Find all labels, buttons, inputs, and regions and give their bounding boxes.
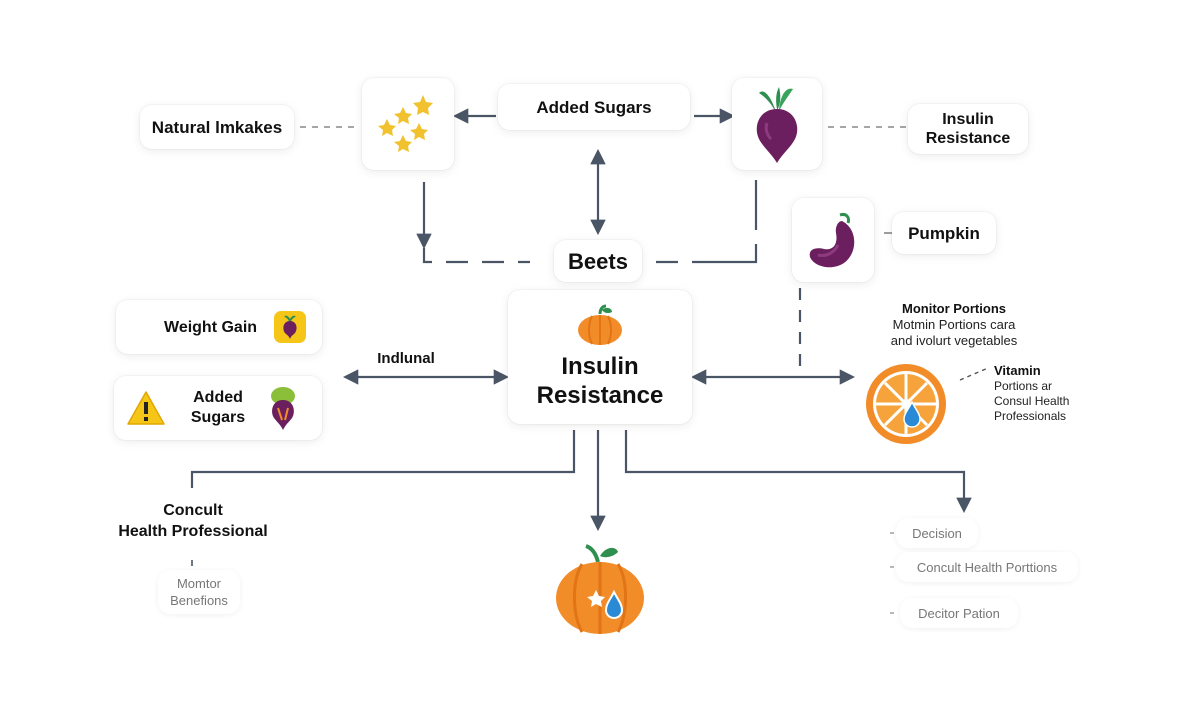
vitamin-block: Vitamin Portions ar Consul Health Profes… [994,362,1094,424]
weight-gain-card[interactable]: Weight Gain [116,300,322,354]
added-sugars-left-label: Added Sugars [190,389,246,426]
dash-beets-right [656,180,758,264]
beet-card[interactable] [732,78,822,170]
monitor-portions-block: Monitor Portions Motmin Portions cara an… [880,300,1028,349]
added-sugars-top-card[interactable]: Added Sugars [498,84,690,130]
warning-icon [127,391,165,425]
added-sugars-left-card[interactable]: Added Sugars [114,376,322,440]
weight-gain-label: Weight Gain [164,318,258,336]
insulin-resistance-center-card[interactable]: Insulin Resistance [508,290,692,424]
insulin-resistance-top-card[interactable]: Insulin Resistance [908,104,1028,154]
concult-health-portions-label: Concult Health Porttions [916,559,1058,575]
pumpkin-label: Pumpkin [908,223,980,243]
pumpkin-icon-card[interactable] [792,198,874,282]
insulin-resistance-top-label: Insulin Resistance [925,111,1011,147]
decision-label: Decision [912,525,962,541]
decitor-pation-card[interactable]: Decitor Pation [900,598,1018,628]
dash-vitamin [959,367,989,381]
monitor-portions-title: Monitor Portions [902,301,1006,316]
stars-icon [378,95,433,152]
beet-icon [271,387,295,430]
beet-icon [756,87,798,163]
insulin-resistance-center-label: Insulin Resistance [536,353,664,409]
concult-health-portions-card[interactable]: Concult Health Porttions [896,552,1078,582]
monitor-benefits-card[interactable]: Momtor Benefions [158,570,240,614]
dash-beets-left [422,248,530,264]
beets-label: Beets [568,248,628,274]
pumpkin-icon [556,544,644,634]
orange-slice-icon [866,364,946,444]
beets-card[interactable]: Beets [554,240,642,282]
decitor-pation-label: Decitor Pation [918,605,1000,621]
indulnal-label: Indlunal [377,350,435,367]
stars-card[interactable] [362,78,454,170]
decision-card[interactable]: Decision [896,518,978,548]
monitor-portions-body: Motmin Portions cara and ivolurt vegetab… [890,317,1018,348]
vitamin-title: Vitamin [994,363,1041,378]
beet-icon [283,315,297,339]
pumpkin-icon [578,304,622,345]
weight-gain-badge [274,311,306,343]
water-drop-icon [604,589,624,620]
consult-health-label: Concult Health Professional [118,502,268,540]
pumpkin-card[interactable]: Pumpkin [892,212,996,254]
natural-intakes-label: Natural lmkakes [151,117,283,137]
squash-icon [809,213,855,268]
added-sugars-top-label: Added Sugars [536,97,652,117]
vitamin-body: Portions ar Consul Health Professionals [994,379,1070,423]
monitor-benefits-label: Momtor Benefions [170,576,228,608]
natural-intakes-card[interactable]: Natural lmkakes [140,105,294,149]
water-drop-icon [903,400,921,428]
